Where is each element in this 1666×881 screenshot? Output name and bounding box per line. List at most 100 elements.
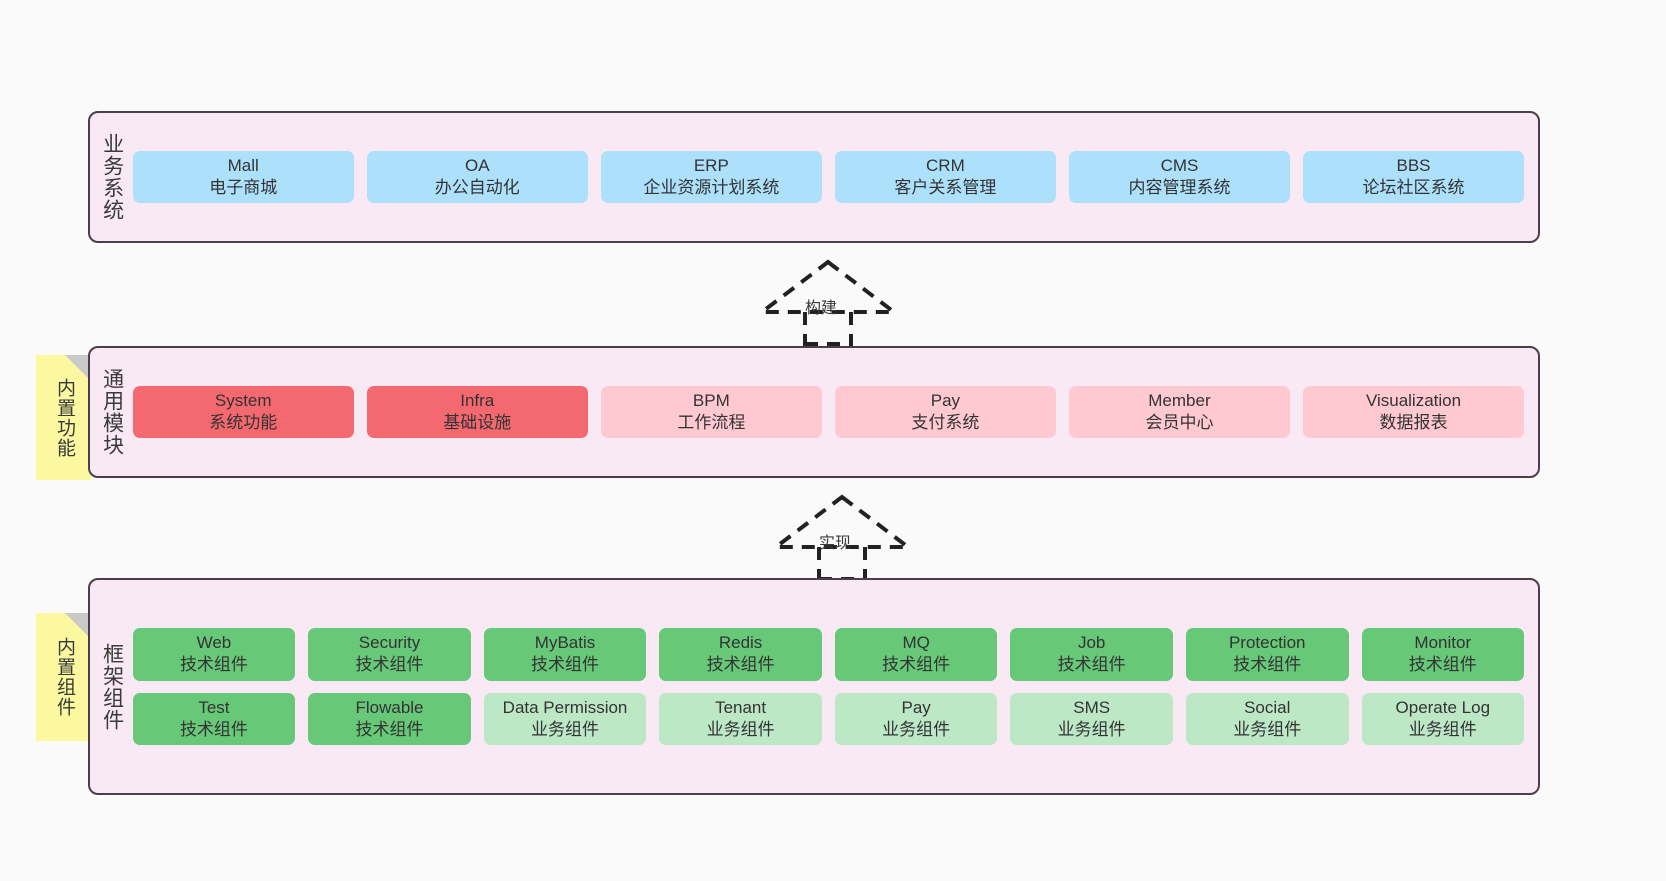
- business-node-erp[interactable]: ERP 企业资源计划系统: [600, 150, 822, 204]
- business-node-mall[interactable]: Mall 电子商城: [132, 150, 354, 204]
- node-title: Test: [198, 697, 230, 717]
- arrow-build-label: 构建: [805, 300, 838, 317]
- node-title: SMS: [1073, 697, 1111, 717]
- module-node-infra[interactable]: Infra 基础设施: [366, 385, 588, 439]
- arrow-implement: 实现: [770, 491, 914, 581]
- sticky-note-fold-icon: [65, 355, 91, 381]
- sticky-note-builtin-components-label: 内置组件: [53, 637, 75, 717]
- framework-node-mybatis[interactable]: MyBatis 技术组件: [483, 627, 647, 681]
- node-subtitle: 技术组件: [882, 655, 951, 675]
- node-subtitle: 技术组件: [1233, 655, 1302, 675]
- node-title: MQ: [902, 632, 930, 652]
- node-subtitle: 企业资源计划系统: [643, 178, 780, 197]
- node-subtitle: 办公自动化: [434, 178, 520, 197]
- node-title: BBS: [1396, 155, 1431, 175]
- node-title: ERP: [693, 155, 729, 175]
- node-subtitle: 技术组件: [179, 655, 248, 675]
- arrow-implement-glyph: [770, 494, 914, 581]
- module-node-member[interactable]: Member 会员中心: [1068, 385, 1290, 439]
- node-subtitle: 技术组件: [355, 655, 424, 675]
- node-subtitle: 客户关系管理: [894, 178, 997, 197]
- business-node-cms[interactable]: CMS 内容管理系统: [1068, 150, 1290, 204]
- framework-node-protection[interactable]: Protection 技术组件: [1185, 627, 1349, 681]
- node-subtitle: 技术组件: [1408, 655, 1477, 675]
- node-title: Job: [1077, 632, 1106, 652]
- node-subtitle: 业务组件: [1233, 719, 1302, 739]
- node-subtitle: 业务组件: [1057, 719, 1126, 739]
- node-subtitle: 业务组件: [882, 719, 951, 739]
- node-subtitle: 内容管理系统: [1128, 178, 1231, 197]
- node-title: MyBatis: [534, 632, 596, 652]
- node-title: CMS: [1160, 155, 1199, 175]
- node-title: Pay: [901, 697, 931, 717]
- node-title: BPM: [692, 390, 730, 410]
- arrow-build-glyph: [756, 259, 900, 346]
- node-title: Mall: [227, 155, 259, 175]
- node-subtitle: 会员中心: [1145, 413, 1214, 432]
- framework-node-mq[interactable]: MQ 技术组件: [834, 627, 998, 681]
- layer-framework-components-label: 框架组件: [100, 642, 124, 731]
- sticky-note-builtin-functions: 内置功能: [36, 355, 91, 480]
- arrow-build: 构建: [756, 256, 900, 346]
- node-subtitle: 技术组件: [355, 719, 424, 739]
- module-node-pay[interactable]: Pay 支付系统: [834, 385, 1056, 439]
- node-title: Flowable: [355, 697, 424, 717]
- framework-node-redis[interactable]: Redis 技术组件: [659, 627, 822, 681]
- sticky-note-builtin-functions-label: 内置功能: [53, 377, 75, 458]
- node-title: Data Permission: [502, 697, 628, 717]
- node-subtitle: 电子商城: [209, 178, 278, 197]
- node-title: Pay: [930, 390, 961, 410]
- node-title: System: [214, 390, 272, 410]
- node-title: Visualization: [1365, 390, 1462, 410]
- framework-node-job[interactable]: Job 技术组件: [1010, 627, 1173, 681]
- arrow-implement-label: 实现: [819, 535, 852, 552]
- framework-node-security[interactable]: Security 技术组件: [308, 627, 471, 681]
- business-node-bbs[interactable]: BBS 论坛社区系统: [1302, 150, 1525, 204]
- node-subtitle: 技术组件: [1057, 655, 1126, 675]
- node-title: Social: [1244, 697, 1291, 717]
- node-subtitle: 业务组件: [1408, 719, 1477, 739]
- layer-business-systems-label: 业务系统: [100, 133, 124, 221]
- node-title: Protection: [1228, 632, 1306, 652]
- node-title: Operate Log: [1395, 697, 1491, 717]
- node-subtitle: 业务组件: [706, 719, 775, 739]
- node-subtitle: 技术组件: [179, 719, 248, 739]
- node-title: Infra: [460, 390, 495, 410]
- node-subtitle: 业务组件: [531, 719, 600, 739]
- sticky-note-builtin-components: 内置组件: [36, 613, 91, 741]
- node-title: Web: [196, 632, 232, 652]
- node-title: Redis: [718, 632, 763, 652]
- node-subtitle: 基础设施: [443, 413, 512, 432]
- node-title: Member: [1148, 390, 1211, 410]
- node-subtitle: 技术组件: [531, 655, 600, 675]
- node-subtitle: 论坛社区系统: [1362, 178, 1465, 197]
- framework-node-web[interactable]: Web 技术组件: [132, 627, 296, 681]
- node-subtitle: 支付系统: [911, 413, 980, 432]
- node-title: Security: [358, 632, 421, 652]
- node-subtitle: 技术组件: [706, 655, 775, 675]
